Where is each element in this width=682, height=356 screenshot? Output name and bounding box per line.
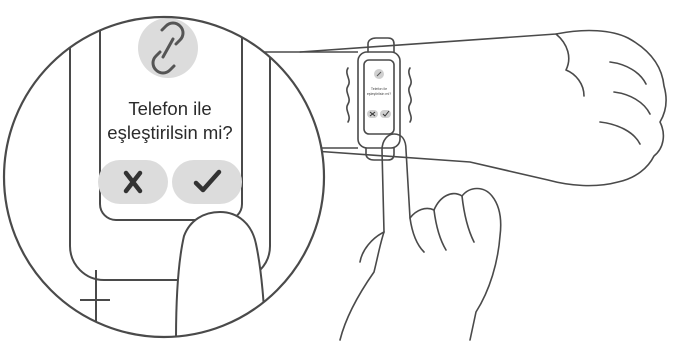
small-watch-ui: Telefon ile eşleştirilsin mi? [367,69,391,118]
wrist-scene [300,31,666,340]
mini-prompt-line1: Telefon ile [371,87,387,91]
prompt-line-1: Telefon ile [128,98,211,119]
mini-prompt-line2: eşleştirilsin mi? [367,92,391,96]
vibration-right-icon [409,68,411,122]
watch-strap-bottom [366,148,394,160]
forearm-outline [300,31,666,186]
fist-detail [556,34,650,144]
pointing-hand [340,134,501,340]
hand-finger-detail [360,196,474,262]
prompt-line-2: eşleştirilsin mi? [107,122,232,143]
accept-button[interactable] [172,160,242,204]
pressing-finger [176,212,266,340]
vibration-left-icon [347,68,349,122]
